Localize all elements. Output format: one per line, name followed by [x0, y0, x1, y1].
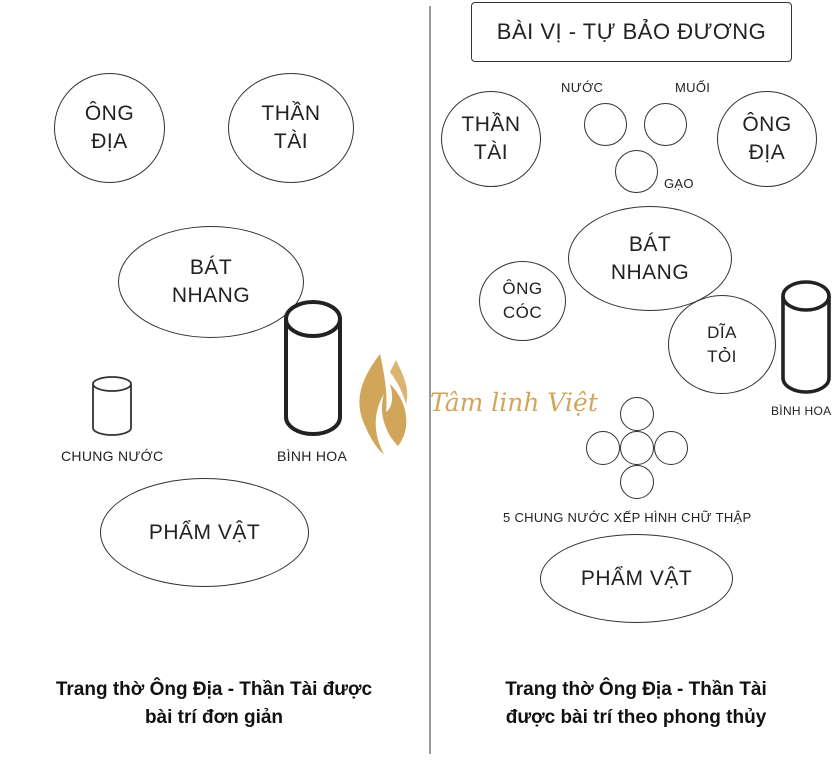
- than-tai-right-line1: THẦN: [461, 113, 521, 136]
- ong-coc-ellipse: ÔNG CÓC: [479, 261, 566, 341]
- bat-nhang-line1: BÁT: [189, 256, 233, 279]
- bat-nhang-ellipse-right: BÁT NHANG: [568, 206, 732, 311]
- muoi-cup: [644, 103, 687, 146]
- cross-cup-top: [620, 397, 654, 431]
- binh-hoa-vase-icon: [284, 300, 342, 436]
- dia-toi-ellipse: DĨA TỎI: [668, 295, 776, 394]
- bai-vi-title: BÀI VỊ - TỰ BẢO ĐƯƠNG: [496, 19, 767, 44]
- ong-coc-line1: ÔNG: [502, 279, 543, 298]
- gao-cup: [615, 150, 658, 193]
- caption-left-line2: bài trí đơn giản: [144, 707, 284, 728]
- cross-cup-left: [586, 431, 620, 465]
- flame-logo-icon: [359, 354, 408, 454]
- dia-toi-line1: DĨA: [707, 322, 737, 342]
- pham-vat-label-left: PHẨM VẬT: [148, 520, 261, 544]
- than-tai-ellipse-right: THẦN TÀI: [441, 91, 541, 187]
- than-tai-ellipse-left: THẦN TÀI: [228, 73, 354, 183]
- ong-dia-right-line2: ĐỊA: [748, 141, 786, 164]
- pham-vat-ellipse-right: PHẨM VẬT: [540, 534, 733, 623]
- nuoc-cup: [584, 103, 627, 146]
- gao-label: GẠO: [664, 176, 694, 191]
- bat-nhang-ellipse-left: BÁT NHANG: [118, 226, 304, 338]
- chung-nuoc-label: CHUNG NƯỚC: [61, 448, 164, 464]
- caption-left: Trang thờ Ông Địa - Thần Tài được bài tr…: [20, 676, 408, 732]
- ong-dia-line1: ÔNG: [84, 102, 135, 125]
- chung-nuoc-cup-icon: [92, 376, 132, 436]
- bat-nhang-right-line2: NHANG: [610, 260, 690, 284]
- ong-dia-ellipse-left: ÔNG ĐỊA: [54, 73, 165, 183]
- caption-right-line1: Trang thờ Ông Địa - Thần Tài: [505, 679, 767, 700]
- ong-dia-line2: ĐỊA: [91, 130, 128, 153]
- panel-divider: [429, 6, 431, 754]
- ong-dia-right-line1: ÔNG: [742, 113, 792, 136]
- pham-vat-label-right: PHẨM VẬT: [580, 566, 693, 590]
- bai-vi-title-box: BÀI VỊ - TỰ BẢO ĐƯƠNG: [471, 2, 792, 62]
- dia-toi-line2: TỎI: [707, 346, 737, 366]
- caption-right: Trang thờ Ông Địa - Thần Tài được bài tr…: [442, 676, 830, 732]
- bat-nhang-line2: NHANG: [171, 284, 251, 307]
- bat-nhang-right-line1: BÁT: [628, 232, 672, 256]
- cross-cup-center: [620, 431, 654, 465]
- caption-right-line2: được bài trí theo phong thủy: [505, 707, 767, 728]
- than-tai-line2: TÀI: [273, 130, 309, 153]
- ong-coc-line2: CÓC: [502, 303, 543, 322]
- watermark-text: Tâm linh Việt: [430, 388, 598, 417]
- caption-left-line1: Trang thờ Ông Địa - Thần Tài được: [55, 679, 373, 700]
- binh-hoa-label-left: BÌNH HOA: [277, 448, 348, 464]
- than-tai-line1: THẦN: [261, 102, 321, 125]
- chung-nuoc-5-label: 5 CHUNG NƯỚC XẾP HÌNH CHỮ THẬP: [503, 510, 752, 525]
- pham-vat-ellipse-left: PHẨM VẬT: [100, 478, 309, 587]
- nuoc-label: NƯỚC: [561, 80, 604, 95]
- cross-cup-bottom: [620, 465, 654, 499]
- muoi-label: MUỐI: [675, 80, 711, 95]
- binh-hoa-vase-right-icon: [781, 280, 831, 394]
- than-tai-right-line2: TÀI: [473, 141, 509, 164]
- ong-dia-ellipse-right: ÔNG ĐỊA: [717, 91, 817, 187]
- binh-hoa-label-right: BÌNH HOA: [771, 404, 832, 418]
- cross-cup-right: [654, 431, 688, 465]
